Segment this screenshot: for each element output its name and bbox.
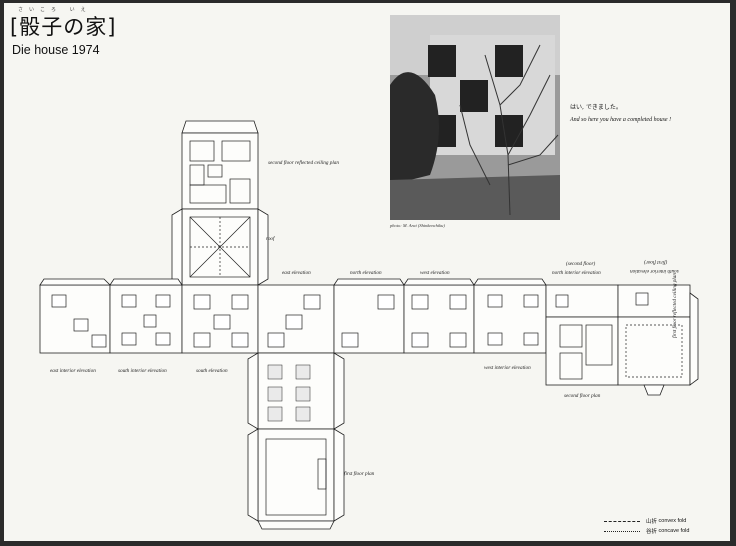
legend-ja: 山折 — [646, 519, 658, 525]
legend-en: convex fold — [658, 518, 687, 524]
north-interior-elevation-first-panel — [617, 284, 691, 318]
glue-tab — [247, 428, 259, 522]
label-east-elevation: east elevation — [282, 270, 311, 276]
title-japanese: [骰子の家] — [10, 15, 117, 39]
first-floor-ceiling-plan-panel — [617, 316, 691, 386]
caption-japanese: はい, できました。 — [570, 104, 622, 111]
glue-tab — [333, 278, 405, 286]
glue-tab — [333, 428, 345, 522]
label-second-floor-ceiling: second floor reflected ceiling plan — [268, 160, 339, 166]
first-floor-plan-panel — [257, 428, 335, 522]
title-ruby: さいころ いえ — [18, 7, 92, 13]
printed-sheet: さいころ いえ [骰子の家] Die house 1974 — [4, 3, 730, 541]
label-east-interior-elevation: east interior elevation — [50, 368, 96, 374]
label-first-floor-suffix: (first floor) — [644, 259, 668, 265]
legend-en: concave fold — [658, 528, 690, 534]
convex-fold-line-icon — [604, 520, 640, 522]
glue-tab — [643, 384, 665, 396]
glue-tab — [333, 352, 345, 430]
label-west-elevation: west elevation — [420, 270, 450, 276]
label-north-elevation: north elevation — [350, 270, 382, 276]
label-first-floor-ceiling: first floor reflected ceiling plan — [672, 273, 678, 338]
label-roof: roof — [266, 236, 275, 242]
glue-tab — [257, 208, 269, 286]
cutout-net-drawing — [39, 120, 699, 530]
label-second-floor-plan: second floor plan — [564, 393, 601, 399]
label-west-interior-elevation: west interior elevation — [484, 365, 531, 371]
title-english: Die house 1974 — [12, 43, 100, 57]
glue-tab — [247, 352, 259, 430]
photo-credit: photo: M. Arai (Shinkenchiku) — [390, 223, 445, 228]
glue-tab — [403, 278, 475, 286]
fold-legend: 山折 convex fold 谷折 concave fold — [604, 516, 689, 536]
glue-tab — [109, 278, 183, 286]
label-south-interior-elevation: south interior elevation — [118, 368, 167, 374]
glue-tab — [689, 292, 699, 386]
label-south-elevation: south elevation — [196, 368, 228, 374]
second-floor-ceiling-plan-panel — [181, 132, 259, 210]
label-second-floor-prefix: (second floor) — [566, 261, 596, 267]
glue-tab — [171, 208, 183, 286]
concave-fold-line-icon — [604, 530, 640, 532]
legend-row-convex: 山折 convex fold — [604, 516, 689, 526]
legend-row-concave: 谷折 concave fold — [604, 526, 689, 536]
glue-tab — [181, 120, 259, 134]
label-north-interior-elevation: north interior elevation — [552, 270, 601, 276]
legend-ja: 谷折 — [646, 529, 658, 535]
caption-english: And so here you have a completed house ! — [570, 117, 672, 123]
glue-tab — [39, 278, 111, 286]
glue-tab — [257, 520, 335, 530]
label-first-floor-plan: first floor plan — [344, 471, 375, 477]
house-photo — [390, 15, 560, 220]
glue-tab — [473, 278, 547, 286]
